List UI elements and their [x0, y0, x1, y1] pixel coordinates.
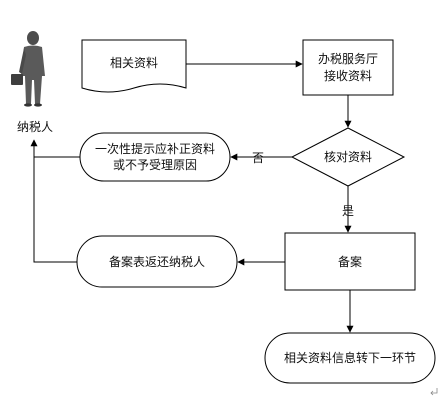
node-related-docs-label: 相关资料 — [110, 56, 158, 70]
edge-notify-to-taxpayer — [30, 139, 80, 158]
person-icon — [11, 31, 45, 107]
edge-yes-label: 是 — [342, 204, 354, 218]
node-notify-correction-line2: 或不予受理原因 — [113, 158, 197, 172]
node-service-hall-line2: 接收资料 — [324, 68, 372, 83]
edge-return-to-taxpayer — [33, 157, 77, 263]
node-record: 备案 — [284, 232, 416, 291]
node-next-step-label: 相关资料信息转下一环节 — [284, 350, 416, 365]
node-return-form-label: 备案表返还纳税人 — [109, 254, 205, 269]
node-check-docs-label: 核对资料 — [324, 150, 372, 164]
node-service-hall-line1: 办税服务厅 — [318, 51, 378, 66]
node-notify-correction-line1: 一次性提示应补正资料 — [95, 141, 215, 156]
taxpayer-label: 纳税人 — [17, 120, 53, 134]
edge-no-label: 否 — [252, 151, 264, 165]
node-record-label: 备案 — [338, 254, 362, 269]
node-return-form: 备案表返还纳税人 — [76, 235, 238, 288]
node-service-hall: 办税服务厅 接收资料 — [302, 39, 394, 96]
node-notify-correction: 一次性提示应补正资料 或不予受理原因 — [79, 132, 231, 182]
node-related-docs: 相关资料 — [81, 39, 187, 93]
node-check-docs: 核对资料 — [290, 127, 406, 187]
return-mark-icon — [430, 388, 438, 396]
node-next-step: 相关资料信息转下一环节 — [264, 332, 436, 384]
